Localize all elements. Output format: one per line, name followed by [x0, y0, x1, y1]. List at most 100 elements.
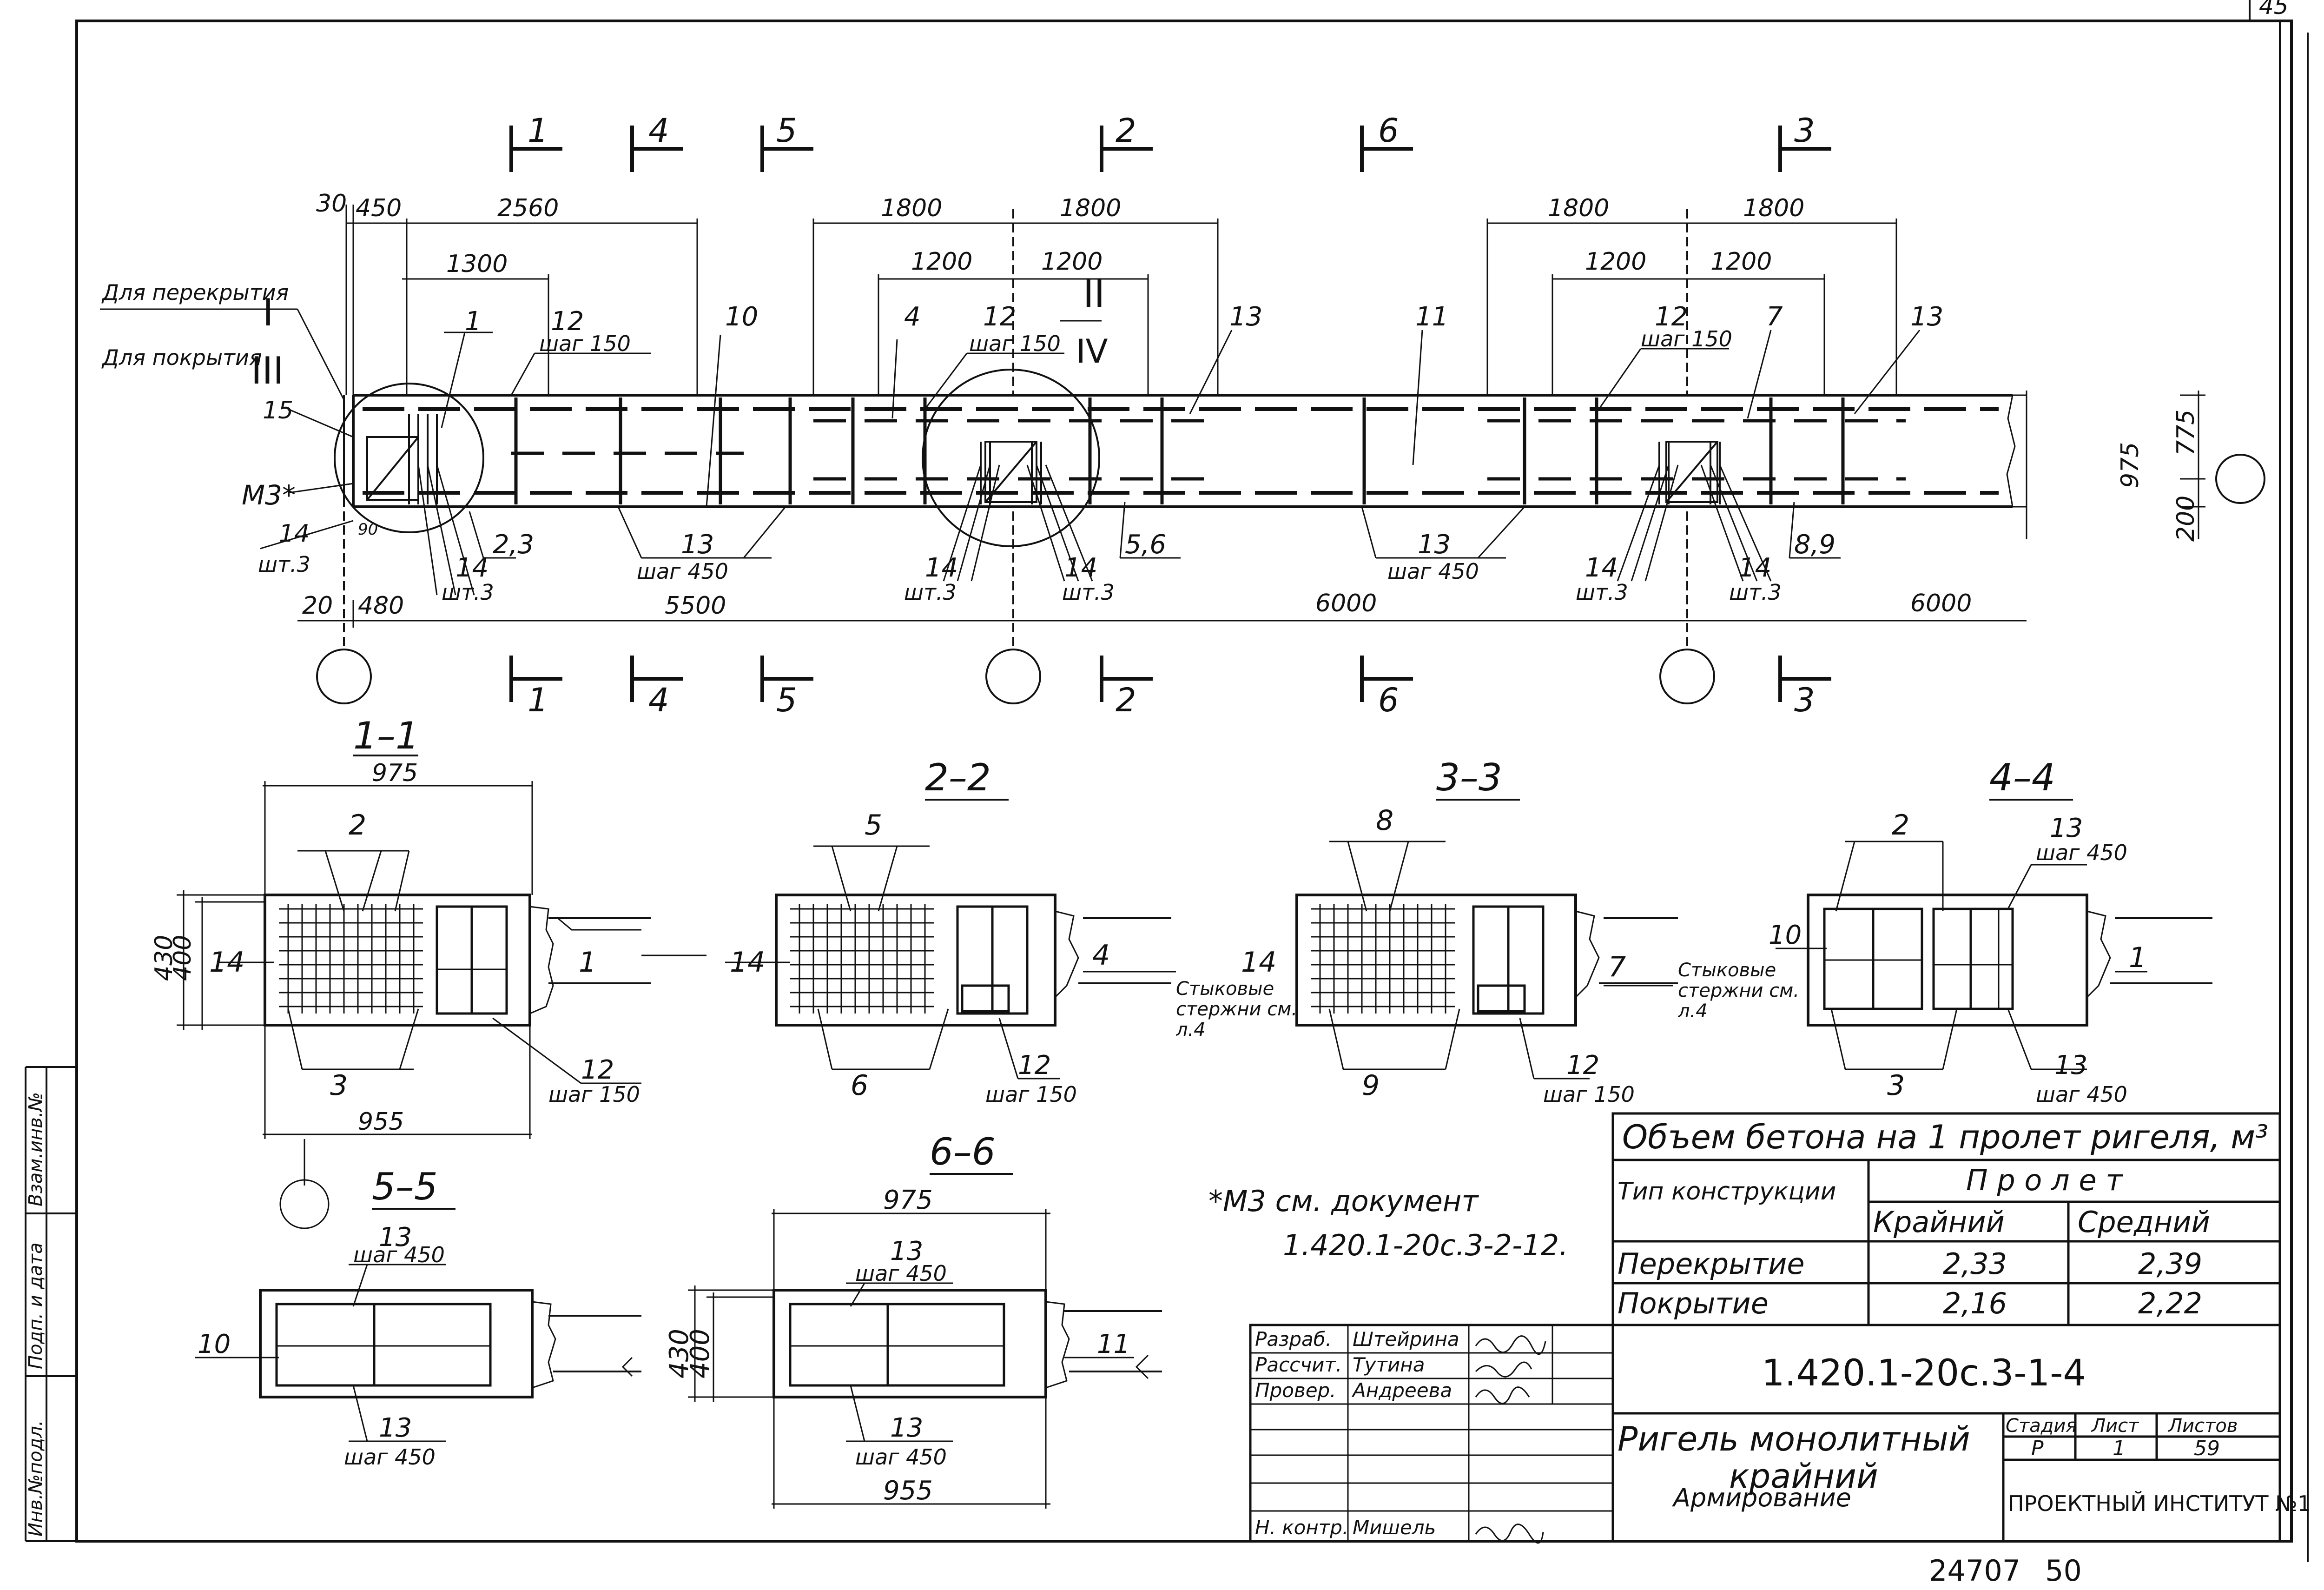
- dim-1200-d: 1200: [1710, 248, 1772, 276]
- s22-pos-14: 14: [730, 946, 765, 979]
- dim-1300: 1300: [446, 250, 508, 278]
- section-5-5: [195, 1264, 641, 1442]
- row-mid-0: 2,39: [2138, 1247, 2202, 1281]
- s11-pos-3: 3: [330, 1069, 348, 1102]
- s44-shag-bot: шаг 450: [2036, 1082, 2127, 1107]
- label-dlya-perekrytiya: Для перекрытия: [101, 280, 289, 305]
- section-6-6: [688, 1209, 1162, 1509]
- axis-bubble-3: [1659, 649, 1715, 704]
- s44-pos-2: 2: [1892, 809, 1909, 841]
- s33-shag: шаг 150: [1543, 1082, 1635, 1107]
- s22-pos-6: 6: [851, 1069, 868, 1102]
- axis-bubble-1: [316, 649, 372, 704]
- row-edge-0: 2,33: [1943, 1247, 2007, 1281]
- name-3: Мишель: [1353, 1516, 1436, 1539]
- s66-pos-11: 11: [1097, 1329, 1130, 1359]
- pos-10: 10: [725, 302, 758, 332]
- list-value: 1: [2113, 1437, 2126, 1460]
- title-block: Разраб. Штейрина Рассчит. Тутина Провер.…: [1249, 1324, 2311, 1544]
- cross-sections: 1–1 2–2 3–3 4–4 5–5 6–6: [150, 714, 2212, 1509]
- detail-circle-end: [334, 383, 484, 533]
- s66-shag-bot: шаг 450: [855, 1444, 947, 1470]
- s11-shag: шаг 150: [548, 1082, 640, 1107]
- section-title-1-1: 1–1: [353, 714, 419, 757]
- cut-mark-bot-6: 6: [1378, 681, 1399, 719]
- s11-pos-1: 1: [579, 946, 596, 979]
- name-1: Тутина: [1353, 1353, 1425, 1376]
- dim-450: 450: [356, 194, 402, 222]
- footnote: *М3 см. документ 1.420.1-20с.3-2-12.: [1208, 1184, 1568, 1262]
- section-3-3: [1295, 841, 1678, 1080]
- roman-I: I: [263, 291, 274, 334]
- sht3-c: шт.3: [904, 580, 957, 605]
- s66-dim-955: 955: [883, 1476, 933, 1506]
- footnote-line-1: *М3 см. документ: [1208, 1184, 1479, 1218]
- col-edge-header: Крайний: [1873, 1205, 2005, 1239]
- pos-13-b: 13: [1910, 302, 1943, 332]
- pos-1: 1: [465, 306, 482, 337]
- shag450-a: шаг 450: [637, 559, 728, 584]
- pos-11: 11: [1415, 302, 1448, 332]
- pos-12-b: 12: [983, 302, 1016, 332]
- dim-20: 20: [302, 592, 333, 620]
- dim-90: 90: [358, 520, 378, 539]
- dim-480: 480: [358, 592, 404, 620]
- s33-pos-7: 7: [1608, 951, 1626, 983]
- col-span-header: П р о л е т: [1966, 1163, 2123, 1197]
- label-m3: М3*: [242, 479, 296, 511]
- cut-mark-top-5: 5: [776, 112, 797, 150]
- org-name: ПРОЕКТНЫЙ ИНСТИТУТ №1: [2008, 1491, 2311, 1516]
- pos-4: 4: [904, 302, 921, 332]
- footnote-line-2: 1.420.1-20с.3-2-12.: [1283, 1228, 1568, 1262]
- pos-14-e: 14: [1585, 553, 1618, 583]
- s11-pos-12: 12: [581, 1055, 614, 1085]
- s44-pos-3: 3: [1887, 1069, 1905, 1102]
- listov-label: Листов: [2167, 1415, 2238, 1437]
- pos-5-6: 5,6: [1125, 530, 1166, 560]
- shag150-a: шаг 150: [539, 331, 631, 356]
- pos-8-9: 8,9: [1794, 530, 1835, 560]
- section-title-5-5: 5–5: [372, 1165, 438, 1208]
- pos-14-left: 14: [279, 520, 310, 548]
- cut-mark-top-6: 6: [1378, 112, 1399, 150]
- stamp-title-2: крайний: [1729, 1457, 1878, 1496]
- dim-1800-a: 1800: [881, 194, 942, 222]
- section-title-6-6: 6–6: [930, 1130, 996, 1173]
- col-mid-header: Средний: [2078, 1205, 2210, 1239]
- s66-shag-top: шаг 450: [855, 1261, 947, 1286]
- dim-30: 30: [316, 190, 347, 218]
- s11-pos-14: 14: [209, 946, 244, 979]
- role-0: Разраб.: [1255, 1328, 1332, 1351]
- dim-6000-b: 6000: [1910, 590, 1972, 617]
- roman-III: III: [251, 349, 284, 392]
- cut-mark-bot-1: 1: [528, 681, 548, 719]
- pos-7: 7: [1766, 302, 1783, 332]
- beam-elevation: 1 4 5 2 6 3 1 4 5 2 6 3: [100, 112, 2265, 719]
- s44-pos-1: 1: [2129, 941, 2146, 974]
- volume-table: Объем бетона на 1 пролет ригеля, м³ Тип …: [1611, 1112, 2281, 1326]
- name-2: Андреева: [1351, 1379, 1452, 1402]
- side-margin-labels: Взам.инв.№ Подп. и дата Инв.№подл.: [25, 1092, 46, 1537]
- row-name-0: Перекрытие: [1618, 1247, 1805, 1281]
- dim-1800-b: 1800: [1060, 194, 1121, 222]
- dim-775-right: 775: [2172, 410, 2200, 456]
- s22-pos-5: 5: [865, 809, 882, 841]
- s66-pos-13-top: 13: [890, 1236, 923, 1266]
- pos-12-c: 12: [1655, 302, 1688, 332]
- s33-pos-8: 8: [1376, 804, 1393, 837]
- s33-pos-14: 14: [1241, 946, 1276, 979]
- s55-pos-13-top: 13: [379, 1222, 412, 1252]
- s55-shag-bot: шаг 450: [344, 1444, 436, 1470]
- pos-14-b: 14: [456, 553, 489, 583]
- section-title-4-4: 4–4: [1989, 756, 2055, 799]
- s55-shag-top: шаг 450: [353, 1242, 445, 1267]
- s11-dim-430: 430: [150, 935, 178, 981]
- shag150-c: шаг 150: [1641, 326, 1732, 351]
- pos-2-3: 2,3: [493, 530, 534, 560]
- dim-1800-c: 1800: [1548, 194, 1609, 222]
- s11-dim-975: 975: [372, 759, 418, 787]
- cut-mark-top-3: 3: [1794, 112, 1815, 150]
- dim-1200-a: 1200: [911, 248, 972, 276]
- col-type-header: Тип конструкции: [1618, 1178, 1836, 1206]
- cut-mark-bot-2: 2: [1116, 681, 1136, 719]
